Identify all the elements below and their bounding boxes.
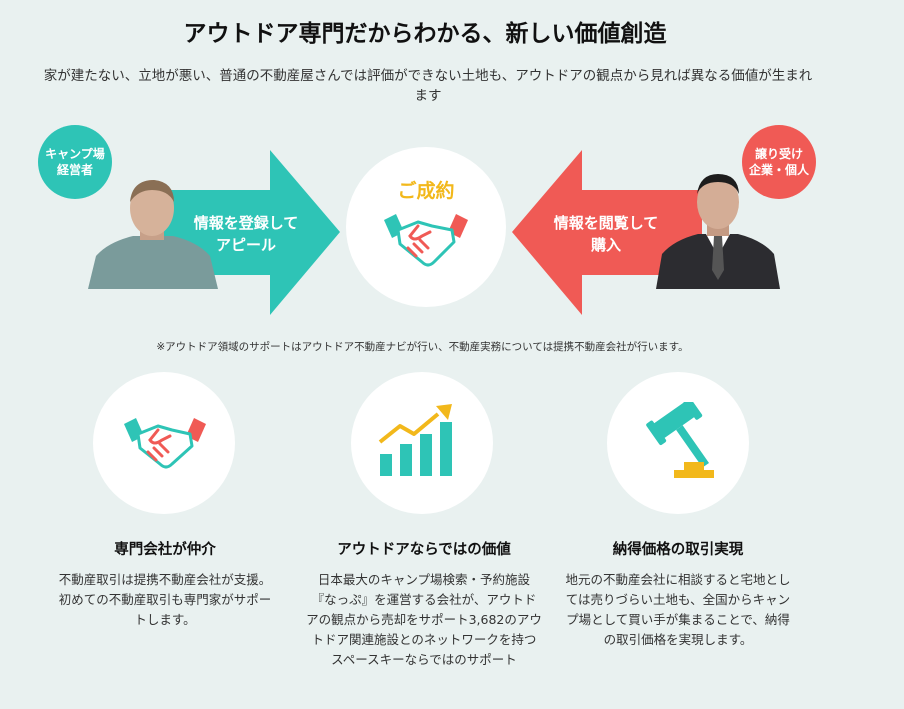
deal-label: ご成約	[397, 180, 455, 202]
feature-item: アウトドアならではの価値 日本最大のキャンプ場検索・予約施設『なっぷ』を運営する…	[306, 372, 542, 692]
feature-desc: 地元の不動産会社に相談すると宅地としては売りづらい土地も、全国からキャンプ場とし…	[565, 572, 791, 647]
lead-text: 家が建たない、立地が悪い、普通の不動産屋さんでは評価ができない土地も、アウトドア…	[43, 68, 813, 104]
handshake-icon	[384, 214, 468, 267]
buyer-person-icon	[656, 174, 780, 289]
feature-item: 納得価格の取引実現 地元の不動産会社に相談すると宅地としては売りづらい土地も、全…	[560, 372, 800, 672]
handshake-icon	[124, 418, 206, 469]
feature-title: アウトドアならではの価値	[337, 542, 511, 558]
feature-icon-circle	[607, 372, 749, 514]
support-note: ※アウトドア領域のサポートはアウトドア不動産ナビが行い、不動産実務については提携…	[156, 341, 689, 353]
feature-desc: 不動産取引は提携不動産会社が支援。初めての不動産取引も専門家がサポートします。	[58, 572, 272, 627]
buyer-badge-label: 譲り受け 企業・個人	[748, 147, 809, 177]
feature-desc: 日本最大のキャンプ場検索・予約施設『なっぷ』を運営する会社が、アウトドアの観点か…	[306, 572, 542, 667]
buyer-badge: 譲り受け 企業・個人	[742, 125, 816, 199]
seller-badge: キャンプ場 経営者	[38, 125, 112, 199]
feature-title: 専門会社が仲介	[114, 542, 216, 558]
feature-title: 納得価格の取引実現	[612, 542, 744, 558]
gavel-icon	[646, 402, 714, 478]
feature-item: 専門会社が仲介 不動産取引は提携不動産会社が支援。初めての不動産取引も専門家がサ…	[59, 372, 280, 672]
growth-chart-icon	[378, 404, 452, 476]
seller-arrow-text: 情報を登録して アピール	[193, 214, 299, 254]
seller-badge-label: キャンプ場 経営者	[45, 147, 105, 177]
right-arrow-shape	[512, 150, 702, 315]
page-title: アウトドア専門だからわかる、新しい価値創造	[183, 21, 667, 47]
flow-diagram: 情報を登録して アピール キャンプ場 経営者 情報を閲覧して 購入 譲り受け 企…	[0, 0, 904, 330]
buyer-arrow-text: 情報を閲覧して 購入	[553, 214, 659, 254]
seller-person-icon	[88, 180, 218, 289]
